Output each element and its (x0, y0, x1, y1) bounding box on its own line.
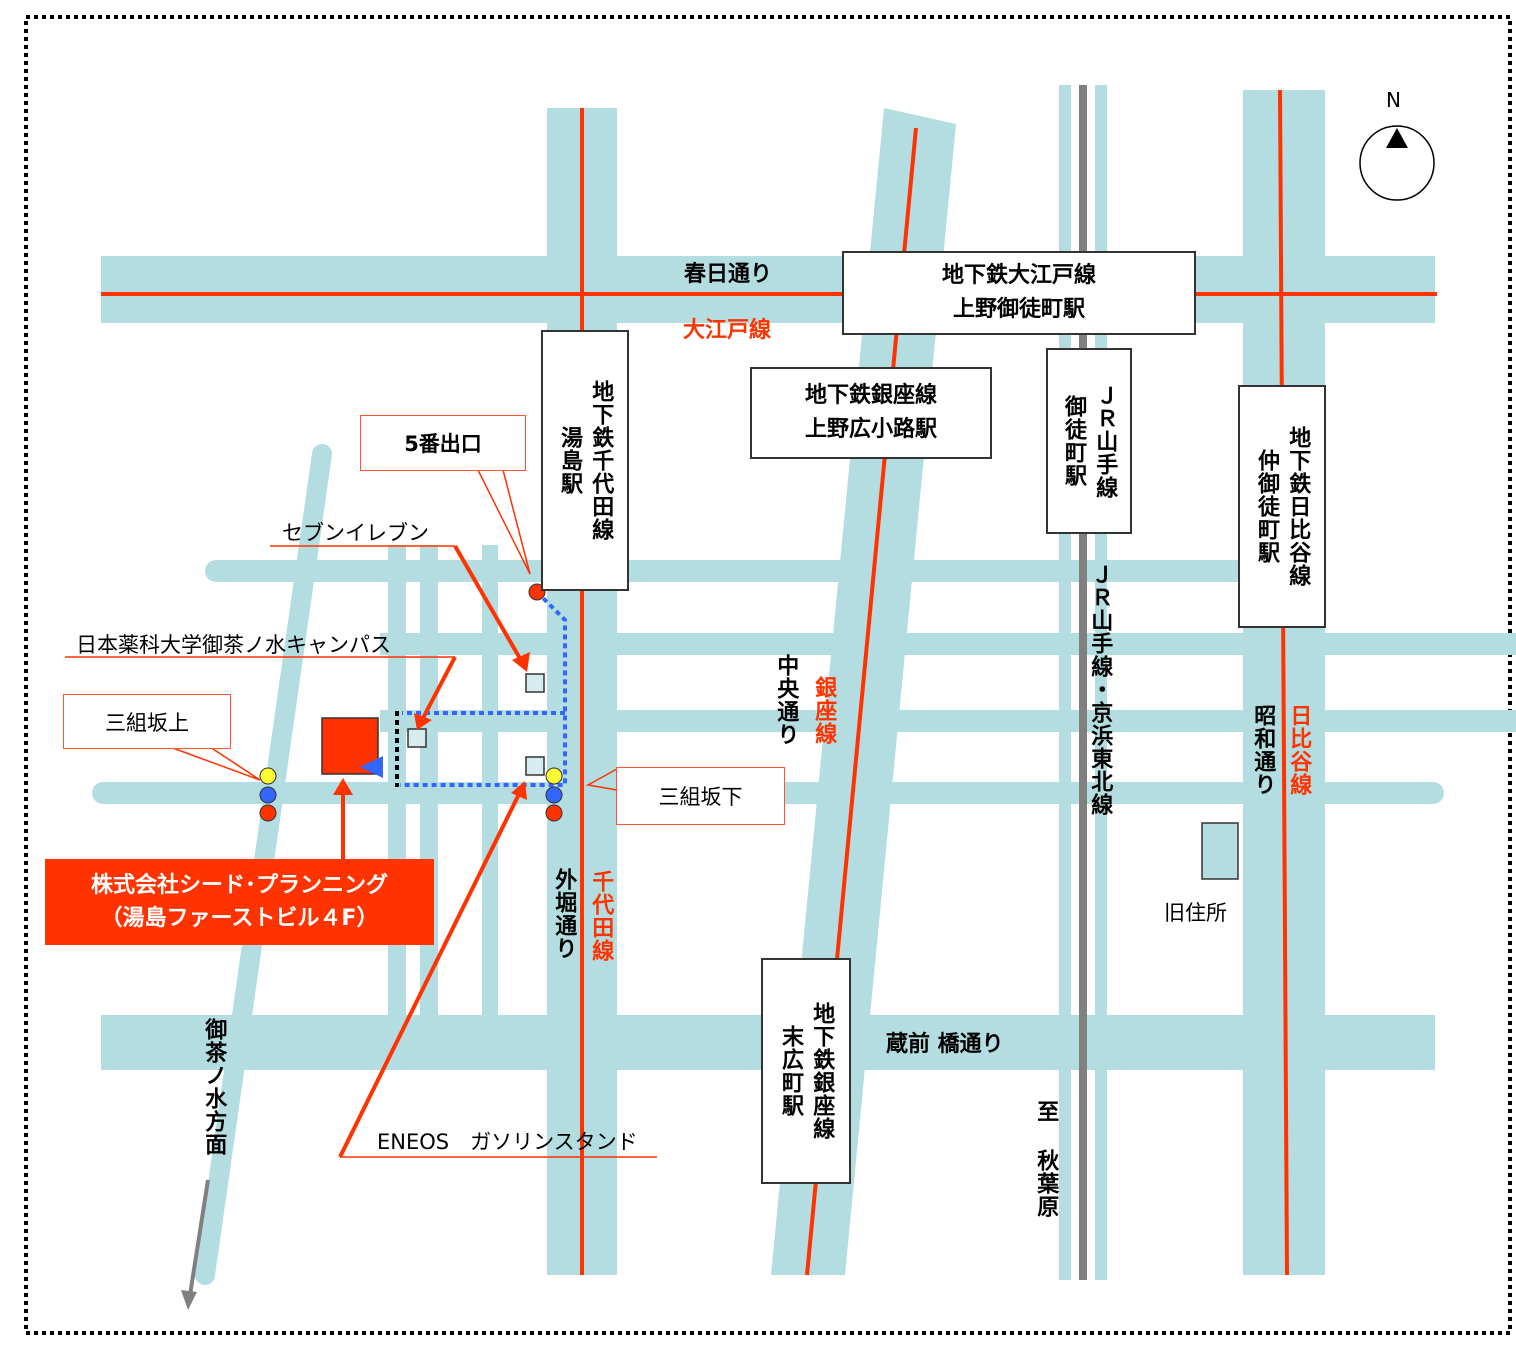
station-jr-okachimachi: ＪＲ山手線 御徒町駅 (1046, 348, 1132, 534)
eneos-marker (525, 756, 545, 776)
street-narrow-2 (205, 560, 545, 582)
station-ginza-name: 上野広小路駅 (804, 417, 937, 442)
station-chiyoda-line: 地下鉄千代田線 (588, 380, 614, 541)
label-chuo-dori: 中央通り (773, 654, 799, 746)
label-eneos: ENEOS ガソリンスタンド (377, 1130, 638, 1154)
ochanomizu-direction-arrow (188, 1179, 210, 1296)
label-seven-eleven: セブンイレブン (282, 521, 429, 545)
ochanomizu-arrowhead-icon (181, 1290, 197, 1310)
station-oedo-name: 上野御徒町駅 (952, 297, 1085, 322)
compass-north-label: N (1386, 88, 1401, 112)
street-v3 (482, 545, 498, 1015)
signal-mikumi-shita (545, 767, 563, 822)
compass (1359, 125, 1435, 201)
seven-eleven-marker (525, 673, 545, 693)
label-akihabara: 至 秋葉原 (1033, 1100, 1059, 1218)
station-oedo-line: 地下鉄大江戸線 (941, 262, 1096, 288)
station-suehiro-line: 地下鉄銀座線 (809, 1002, 835, 1140)
label-kuramae-dori: 蔵前 橋通り (886, 1032, 1004, 1057)
company-label-box: 株式会社シード･プランニング （湯島ファーストビル４F） (45, 859, 434, 945)
company-name: 株式会社シード･プランニング (90, 873, 388, 898)
label-chiyoda-line: 千代田線 (588, 870, 614, 962)
street-narrow-4 (380, 710, 1516, 732)
pointer-arrows (333, 544, 530, 1158)
station-ginza-suehirocho: 地下鉄銀座線 末広町駅 (761, 958, 851, 1184)
nihon-yakka-marker (407, 728, 427, 748)
label-sotobori-dori: 外堀通り (551, 868, 577, 960)
station-jr-line: ＪＲ山手線 (1092, 383, 1118, 499)
label-hibiya-line: 日比谷線 (1286, 704, 1312, 796)
label-oedo-line: 大江戸線 (683, 318, 772, 343)
station-suehiro-name: 末広町駅 (778, 1025, 803, 1117)
callout-exit-5: 5番出口 (360, 415, 526, 471)
label-jr-keihin: ＪＲ山手線・京浜東北線 (1087, 563, 1113, 816)
station-jr-name: 御徒町駅 (1061, 395, 1086, 487)
old-address-marker (1201, 822, 1239, 880)
road-kasuga (101, 256, 1435, 323)
label-ochanomizu: 御茶ノ水方面 (201, 1018, 227, 1156)
station-hibiya-line: 地下鉄日比谷線 (1285, 426, 1311, 587)
label-nihon-yakka-univ: 日本薬科大学御茶ノ水キャンパス (76, 633, 391, 657)
station-oedo-ueno-okachimachi: 地下鉄大江戸線 上野御徒町駅 (842, 251, 1196, 335)
station-chiyoda-yushima: 地下鉄千代田線 湯島駅 (541, 330, 629, 591)
leader-lines (65, 469, 657, 1158)
street-narrow-3 (380, 633, 1516, 655)
label-showa-dori: 昭和通り (1250, 704, 1276, 796)
callout-mikumi-ue: 三組坂上 (63, 694, 231, 749)
label-ginza-line: 銀座線 (811, 676, 837, 745)
label-old-address: 旧住所 (1164, 901, 1227, 925)
signal-mikumi-ue (259, 767, 277, 822)
station-hibiya-naka-okachimachi: 地下鉄日比谷線 仲御徒町駅 (1238, 385, 1326, 628)
north-arrow-icon (1386, 128, 1408, 148)
station-ginza-ueno-hirokoji: 地下鉄銀座線 上野広小路駅 (750, 367, 992, 459)
rail-hibiya (1278, 89, 1289, 1276)
company-building: （湯島ファーストビル４F） (100, 906, 379, 931)
label-kasuga-dori: 春日通り (684, 262, 773, 287)
walking-route (400, 590, 567, 787)
route-arrow-icon (360, 756, 383, 778)
station-ginza-line: 地下鉄銀座線 (804, 382, 937, 408)
station-hibiya-name: 仲御徒町駅 (1254, 449, 1279, 564)
compass-circle (1359, 125, 1435, 201)
callout-mikumi-shita: 三組坂下 (616, 767, 785, 825)
station-chiyoda-name: 湯島駅 (557, 426, 582, 495)
